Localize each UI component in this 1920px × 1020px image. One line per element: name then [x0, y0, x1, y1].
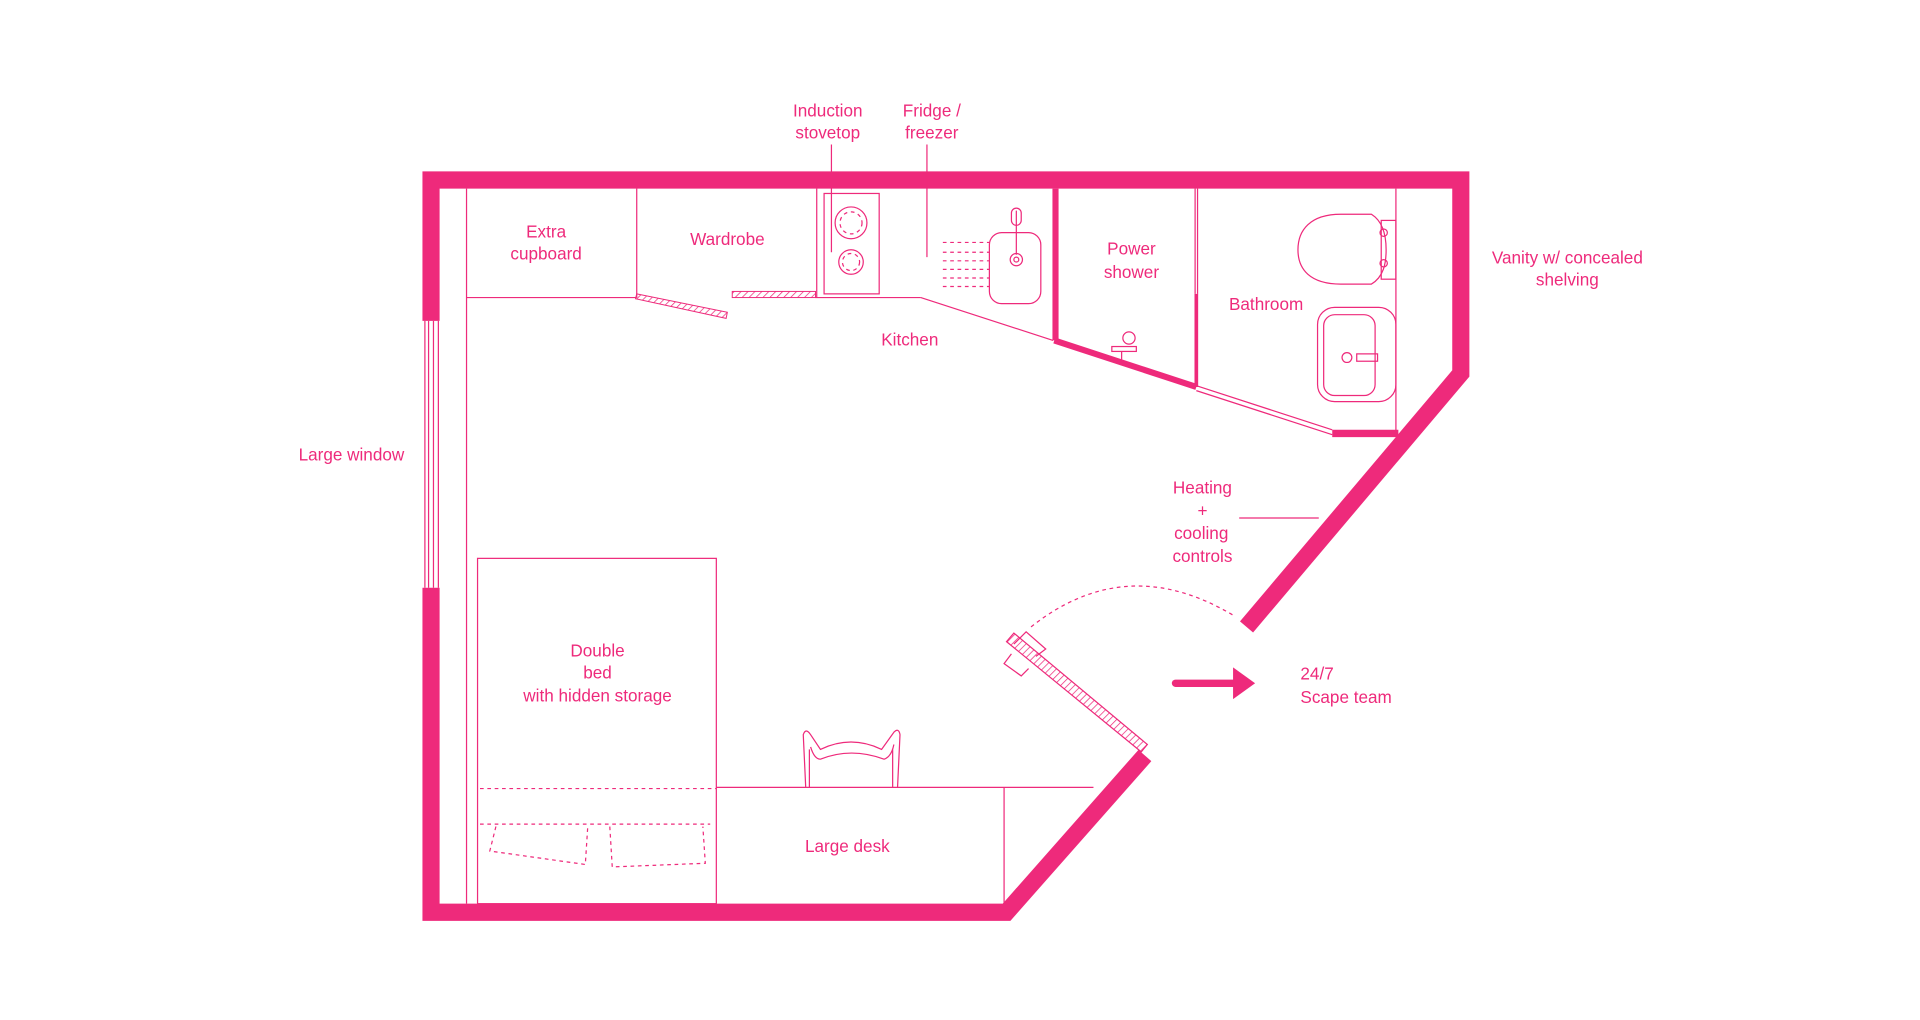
double-bed	[476, 557, 717, 905]
induction-stovetop-icon	[823, 192, 880, 295]
kitchen-sink-icon	[988, 207, 1042, 305]
bathroom-label: Bathroom	[1229, 294, 1303, 314]
arrow-icon	[1171, 667, 1256, 700]
kitchen-label: Kitchen	[881, 329, 938, 349]
wardrobe-label: Wardrobe	[690, 229, 765, 249]
large-desk	[716, 786, 1094, 904]
fridge-vent-icon	[942, 241, 990, 288]
toilet-icon	[1297, 213, 1397, 285]
extra-cupboard	[466, 188, 638, 299]
wardrobe-door-right	[731, 290, 816, 299]
shower-partition	[1052, 188, 1199, 390]
large-window	[424, 320, 439, 588]
chair-icon	[802, 729, 901, 788]
outer-wall-upper	[422, 171, 1470, 633]
wardrobe-door-left	[634, 293, 728, 319]
vanity-basin-icon	[1316, 306, 1397, 403]
window-label: Large window	[299, 444, 405, 464]
desk-label: Large desk	[805, 836, 890, 856]
shower-mixer-icon	[1111, 331, 1137, 360]
kitchen-counter	[815, 188, 1054, 341]
outer-wall-lower	[422, 587, 1152, 921]
entrance-door[interactable]	[1003, 585, 1235, 753]
fridge-label: Fridge /freezer	[903, 100, 961, 142]
